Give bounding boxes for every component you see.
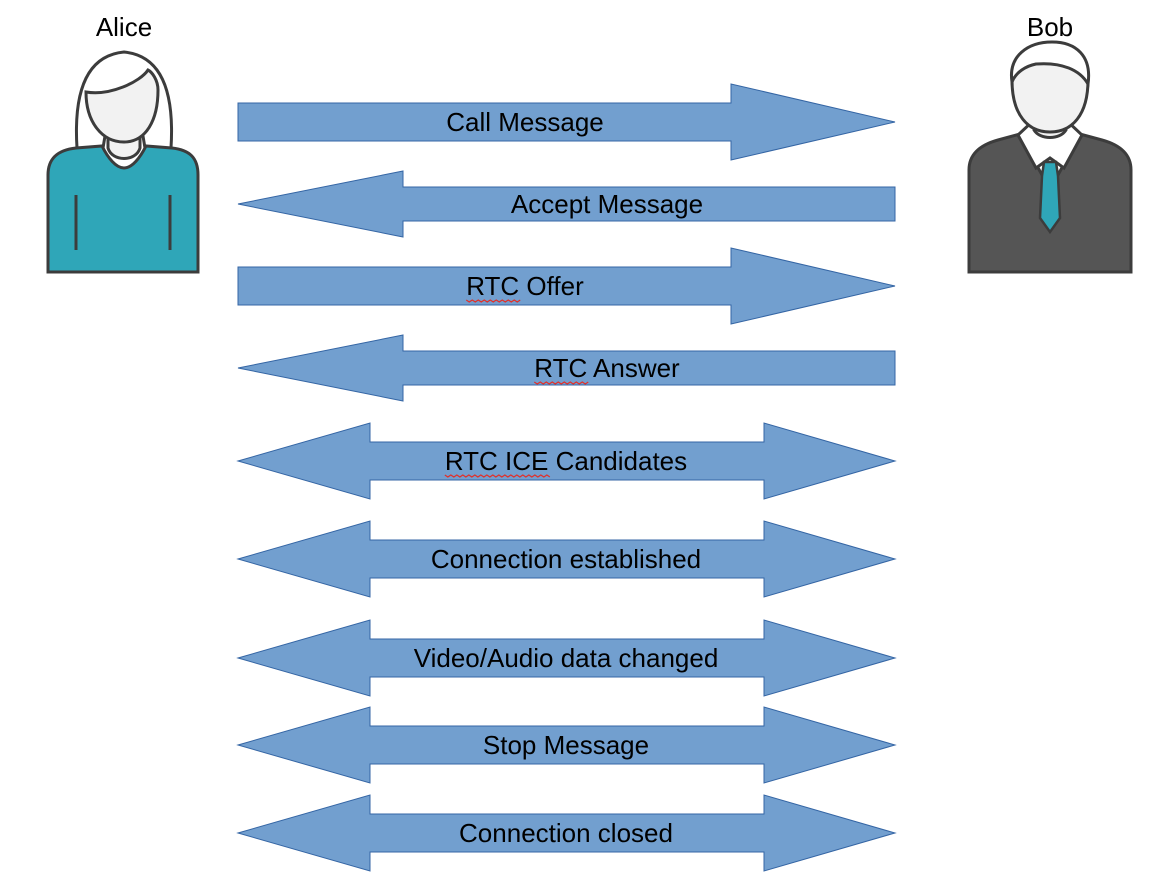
message-arrow: Accept Message [237, 170, 896, 238]
arrow-right-shape [237, 83, 896, 161]
arrow-right-shape [237, 247, 896, 325]
spellcheck-underline [444, 474, 551, 478]
spellcheck-underline [533, 381, 589, 385]
alice-label: Alice [96, 12, 152, 42]
double-arrow-shape [236, 794, 897, 872]
message-label: RTC Offer [466, 271, 584, 301]
message-arrow: Stop Message [236, 706, 897, 784]
message-arrow: Video/Audio data changed [236, 619, 897, 697]
message-label: Stop Message [483, 730, 649, 760]
message-arrow: RTC Answer [237, 334, 896, 402]
bob-icon [967, 40, 1133, 274]
alice-actor: Alice [46, 12, 200, 274]
alice-icon [46, 50, 200, 274]
spellcheck-underline [465, 299, 521, 303]
double-arrow-shape [236, 619, 897, 697]
message-arrow: Call Message [237, 83, 896, 161]
message-arrow: Connection closed [236, 794, 897, 872]
message-label: Call Message [446, 107, 604, 137]
message-label: Video/Audio data changed [414, 643, 719, 673]
double-arrow-shape [236, 706, 897, 784]
double-arrow-shape [236, 422, 897, 500]
message-arrow: RTC ICE Candidates [236, 422, 897, 500]
message-label: Connection established [431, 544, 701, 574]
message-arrow: Connection established [236, 520, 897, 598]
message-arrow: RTC Offer [237, 247, 896, 325]
arrow-left-shape [237, 334, 896, 402]
message-label: RTC ICE Candidates [445, 446, 687, 476]
double-arrow-shape [236, 520, 897, 598]
message-label: Accept Message [511, 189, 703, 219]
arrow-left-shape [237, 170, 896, 238]
bob-label: Bob [1027, 12, 1073, 42]
message-label: RTC Answer [534, 353, 680, 383]
bob-actor: Bob [967, 12, 1133, 274]
message-label: Connection closed [459, 818, 673, 848]
